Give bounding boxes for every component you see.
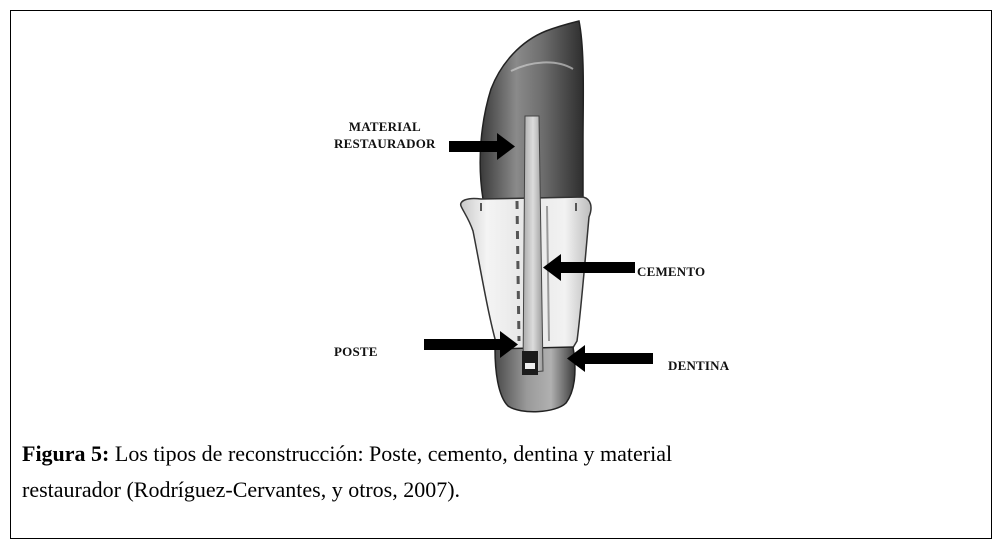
arrow-poste — [424, 331, 518, 358]
label-material-line2: RESTAURADOR — [334, 135, 436, 152]
figure-frame: MATERIAL RESTAURADOR CEMENTO POSTE DENTI… — [10, 10, 992, 539]
post-shape — [522, 116, 543, 375]
arrow-cemento — [543, 254, 635, 281]
label-material-restaurador: MATERIAL RESTAURADOR — [334, 118, 436, 152]
figure-image: MATERIAL RESTAURADOR CEMENTO POSTE DENTI… — [11, 11, 993, 431]
label-dentina: DENTINA — [668, 357, 729, 374]
tooth-illustration — [11, 11, 993, 431]
arrow-dentina — [567, 345, 653, 372]
label-material-line1: MATERIAL — [334, 118, 436, 135]
label-poste: POSTE — [334, 343, 378, 360]
figure-caption: Figura 5: Los tipos de reconstrucción: P… — [22, 436, 982, 508]
caption-text-line1: Los tipos de reconstrucción: Poste, ceme… — [109, 441, 672, 466]
caption-text-line2: restaurador (Rodríguez-Cervantes, y otro… — [22, 477, 460, 502]
label-cemento: CEMENTO — [637, 263, 705, 280]
caption-label: Figura 5: — [22, 441, 109, 466]
